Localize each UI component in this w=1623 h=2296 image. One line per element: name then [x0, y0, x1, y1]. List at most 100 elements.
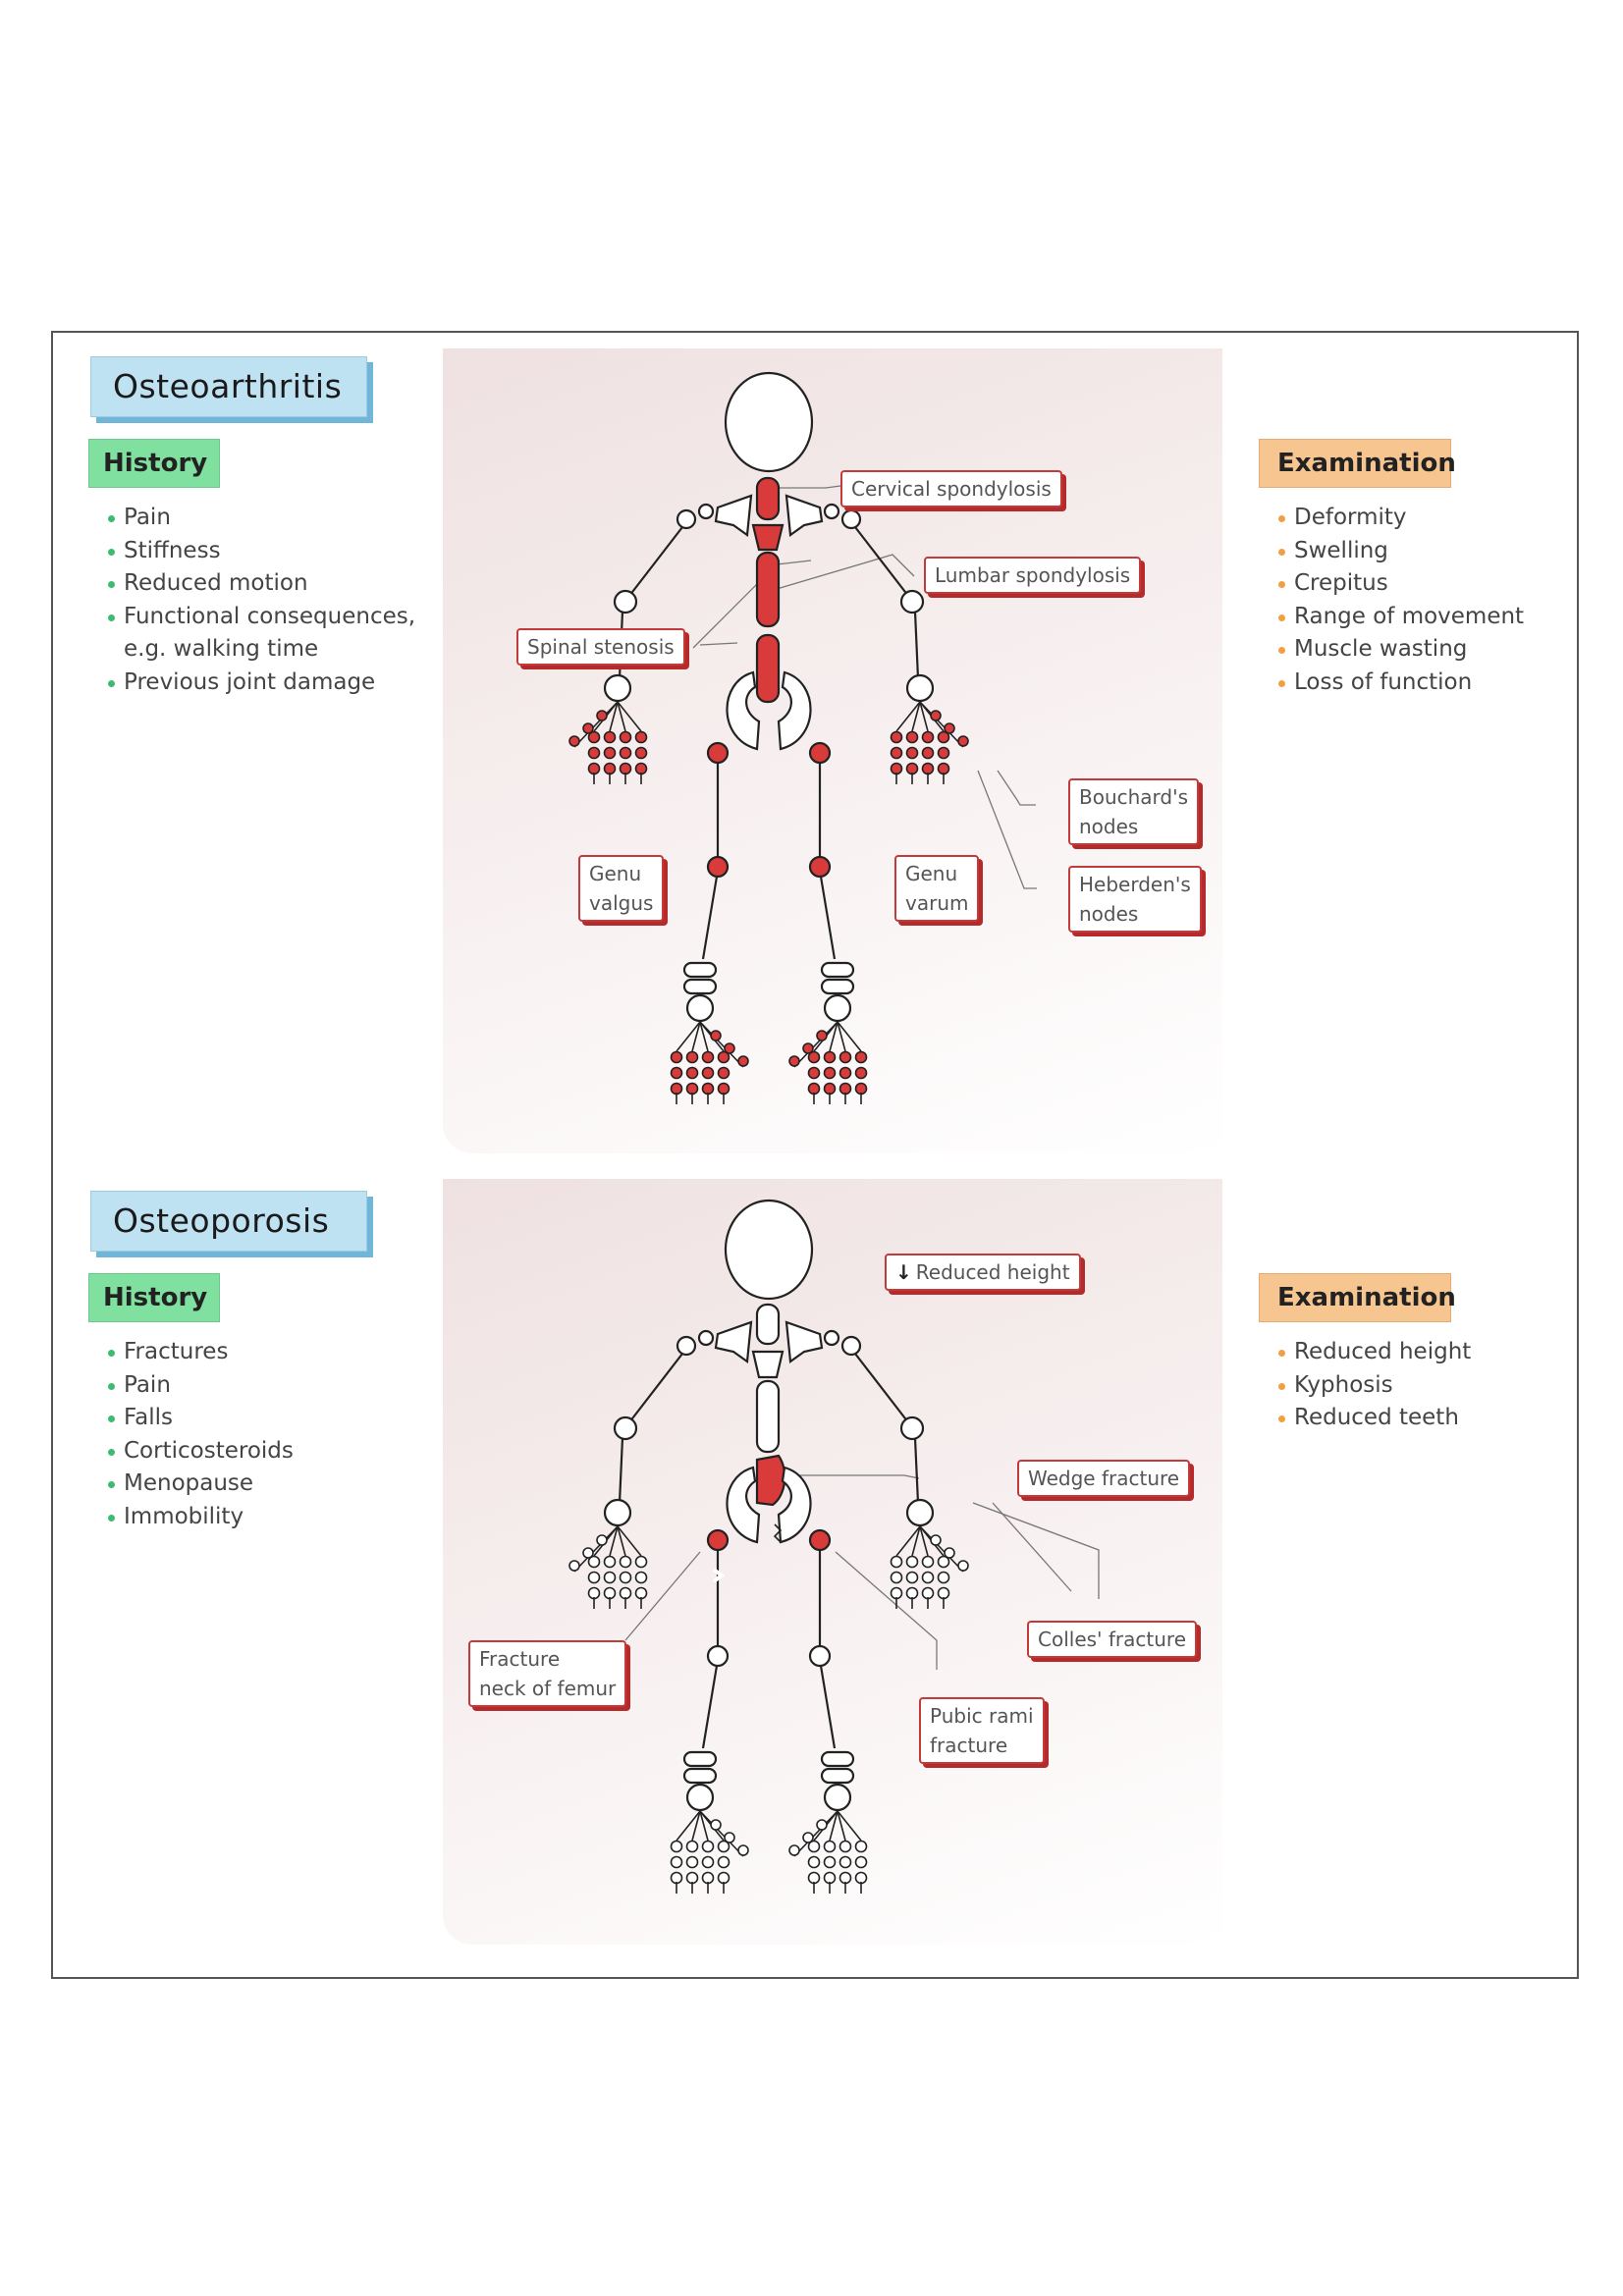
thumb-ray — [699, 1810, 744, 1857]
list-item: Kyphosis — [1274, 1369, 1471, 1403]
phalanx — [890, 730, 903, 744]
finger-ray — [829, 1810, 839, 1842]
section-title: Osteoporosis — [90, 1191, 367, 1252]
phalanx — [603, 1555, 617, 1569]
phalanx — [905, 746, 919, 760]
phalanx — [634, 1571, 648, 1584]
phalanx — [807, 1871, 821, 1885]
thumb-phalanx — [816, 1819, 828, 1831]
phalanx — [587, 1555, 601, 1569]
phalanx — [890, 1555, 903, 1569]
finger-ray — [617, 701, 642, 732]
phalanx — [839, 1050, 852, 1064]
finger-ray — [676, 1810, 701, 1842]
finger-ray — [837, 1021, 862, 1052]
phalanx — [619, 1555, 632, 1569]
finger-ray — [617, 1525, 642, 1557]
finger-ray — [691, 1810, 701, 1842]
callout-genu-valgus: Genu valgus — [578, 855, 665, 922]
skeleton-panel-oa: Cervical spondylosis Lumbar spondylosis … — [443, 348, 1222, 1153]
phalanx — [854, 1082, 868, 1095]
finger-ray — [895, 701, 921, 732]
finger-bones-oa — [568, 701, 969, 1104]
phalanx — [619, 762, 632, 775]
thumb-ray — [919, 1525, 964, 1573]
callout-reduced-height-label: Reduced height — [915, 1260, 1070, 1284]
phalanx — [839, 1855, 852, 1869]
examination-list: Deformity Swelling Crepitus Range of mov… — [1274, 502, 1524, 699]
phalanx — [619, 746, 632, 760]
list-item: Stiffness — [104, 535, 415, 568]
thumb-ray — [699, 1021, 744, 1068]
phalanx — [701, 1082, 715, 1095]
skeleton-diagram — [568, 371, 1037, 1104]
callout-genu-varum: Genu varum — [894, 855, 980, 922]
history-list: Fractures Pain Falls Corticosteroids Men… — [104, 1336, 294, 1533]
finger-ray — [837, 1021, 846, 1052]
phalanx — [823, 1871, 837, 1885]
callout-heberdens-nodes: Heberden's nodes — [1068, 866, 1202, 933]
finger-ray — [676, 1021, 701, 1052]
list-item: Corticosteroids — [104, 1435, 294, 1468]
phalanx — [937, 730, 950, 744]
phalanx — [905, 1555, 919, 1569]
list-item: Fractures — [104, 1336, 294, 1369]
phalanx — [685, 1066, 699, 1080]
phalanx — [937, 1555, 950, 1569]
history-list: Pain Stiffness Reduced motion Functional… — [104, 502, 415, 699]
finger-ray — [699, 1021, 709, 1052]
thumb-phalanx — [737, 1055, 749, 1067]
phalanx — [603, 762, 617, 775]
phalanx — [854, 1871, 868, 1885]
phalanx — [685, 1855, 699, 1869]
finger-ray — [691, 1021, 701, 1052]
thumb-phalanx — [944, 722, 955, 734]
phalanx — [937, 762, 950, 775]
finger-ray — [609, 1525, 619, 1557]
thumb-phalanx — [596, 1534, 608, 1546]
callout-reduced-height: ↓Reduced height — [885, 1254, 1081, 1291]
phalanx — [905, 730, 919, 744]
finger-ray — [609, 701, 619, 732]
phalanx — [839, 1871, 852, 1885]
phalanx — [807, 1066, 821, 1080]
list-item: Swelling — [1274, 535, 1524, 568]
list-item: Pain — [104, 1369, 294, 1403]
phalanx — [921, 730, 935, 744]
history-label: History — [88, 439, 220, 488]
thumb-phalanx — [724, 1042, 735, 1054]
examination-list: Reduced height Kyphosis Reduced teeth — [1274, 1336, 1471, 1435]
list-item: Crepitus — [1274, 567, 1524, 601]
phalanx — [717, 1050, 730, 1064]
callout-lumbar-spondylosis: Lumbar spondylosis — [924, 557, 1142, 594]
phalanx — [890, 762, 903, 775]
thumb-phalanx — [568, 735, 580, 747]
phalanx — [717, 1871, 730, 1885]
section-title: Osteoarthritis — [90, 356, 367, 417]
finger-ray — [837, 1810, 846, 1842]
list-item: Menopause — [104, 1468, 294, 1501]
phalanx — [685, 1840, 699, 1853]
phalanx — [807, 1840, 821, 1853]
phalanx — [587, 762, 601, 775]
callout-colles-fracture: Colles' fracture — [1027, 1621, 1198, 1658]
thumb-phalanx — [957, 1560, 969, 1572]
phalanx — [921, 762, 935, 775]
list-item: Reduced teeth — [1274, 1402, 1471, 1435]
phalanx — [823, 1050, 837, 1064]
phalanx — [717, 1082, 730, 1095]
finger-ray — [829, 1021, 839, 1052]
list-item: Deformity — [1274, 502, 1524, 535]
phalanx — [619, 730, 632, 744]
examination-label: Examination — [1259, 1273, 1456, 1322]
list-item: Previous joint damage — [104, 667, 415, 700]
finger-ray — [837, 1810, 862, 1842]
figure-frame: Osteoarthritis History Pain Stiffness Re… — [51, 331, 1579, 1979]
thumb-ray — [919, 701, 964, 748]
phalanx — [921, 1555, 935, 1569]
phalanx — [854, 1840, 868, 1853]
finger-ray — [919, 1525, 929, 1557]
thumb-phalanx — [582, 722, 594, 734]
phalanx — [634, 762, 648, 775]
callout-wedge-fracture: Wedge fracture — [1017, 1460, 1191, 1497]
